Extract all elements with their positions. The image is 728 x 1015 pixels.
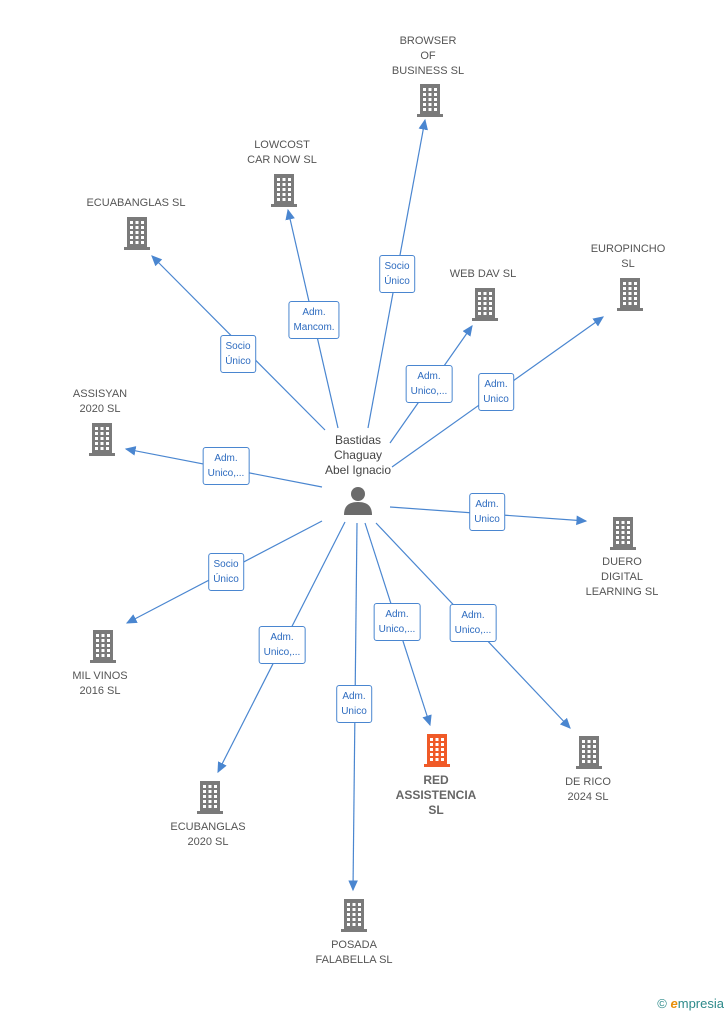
milvinos-building-icon[interactable] xyxy=(90,629,116,668)
derico-company-label[interactable]: DE RICO 2024 SL xyxy=(565,776,611,803)
derico-building-icon[interactable] xyxy=(576,735,602,774)
relation-label-lowcost[interactable]: Adm. Mancom. xyxy=(288,301,340,339)
webdav-company-label[interactable]: WEB DAV SL xyxy=(449,268,517,280)
relation-label-webdav[interactable]: Adm. Unico,... xyxy=(405,365,453,403)
lowcost-company-label[interactable]: LOWCOST CAR NOW SL xyxy=(247,139,317,166)
relation-label-browser[interactable]: Socio Único xyxy=(379,255,415,293)
relation-label-derico[interactable]: Adm. Unico,... xyxy=(449,604,497,642)
lowcost-building-icon[interactable] xyxy=(271,173,297,212)
ecubanglas-building-icon[interactable] xyxy=(124,216,150,255)
duero-company-label[interactable]: DUERO DIGITAL LEARNING SL xyxy=(585,556,659,598)
brand-name: mpresia xyxy=(677,996,724,1011)
ecubanglas2020-building-icon[interactable] xyxy=(197,780,223,819)
person-icon[interactable] xyxy=(343,486,373,521)
posada-building-icon[interactable] xyxy=(341,898,367,937)
relation-label-assisyan[interactable]: Adm. Unico,... xyxy=(202,447,250,485)
relation-label-ecubanglas2020[interactable]: Adm. Unico,... xyxy=(258,626,306,664)
footer-brand: © empresia xyxy=(657,996,724,1011)
posada-company-label[interactable]: POSADA FALABELLA SL xyxy=(315,939,393,966)
europincho-company-label[interactable]: EUROPINCHO SL xyxy=(590,243,666,270)
assisyan-company-label[interactable]: ASSISYAN 2020 SL xyxy=(72,388,128,415)
browser-building-icon[interactable] xyxy=(417,83,443,122)
assisyan-building-icon[interactable] xyxy=(89,422,115,461)
webdav-building-icon[interactable] xyxy=(472,287,498,326)
brand-initial: e xyxy=(670,996,678,1011)
red-company-label[interactable]: RED ASSISTENCIA SL xyxy=(395,773,477,817)
relation-label-europincho[interactable]: Adm. Unico xyxy=(478,373,514,411)
relation-label-duero[interactable]: Adm. Unico xyxy=(469,493,505,531)
ecubanglas2020-company-label[interactable]: ECUBANGLAS 2020 SL xyxy=(170,821,246,848)
ecubanglas-company-label[interactable]: ECUABANGLAS SL xyxy=(86,197,186,209)
relation-label-ecubanglas[interactable]: Socio Único xyxy=(220,335,256,373)
copyright-icon: © xyxy=(657,996,667,1011)
relation-label-posada[interactable]: Adm. Unico xyxy=(336,685,372,723)
europincho-building-icon[interactable] xyxy=(617,277,643,316)
browser-company-label[interactable]: BROWSER OF BUSINESS SL xyxy=(391,35,465,77)
relation-label-red[interactable]: Adm. Unico,... xyxy=(373,603,421,641)
duero-building-icon[interactable] xyxy=(610,516,636,555)
red-building-icon[interactable] xyxy=(424,733,450,772)
relation-label-milvinos[interactable]: Socio Único xyxy=(208,553,244,591)
person-name-label[interactable]: Bastidas Chaguay Abel Ignacio xyxy=(324,433,392,477)
milvinos-company-label[interactable]: MIL VINOS 2016 SL xyxy=(72,670,128,697)
